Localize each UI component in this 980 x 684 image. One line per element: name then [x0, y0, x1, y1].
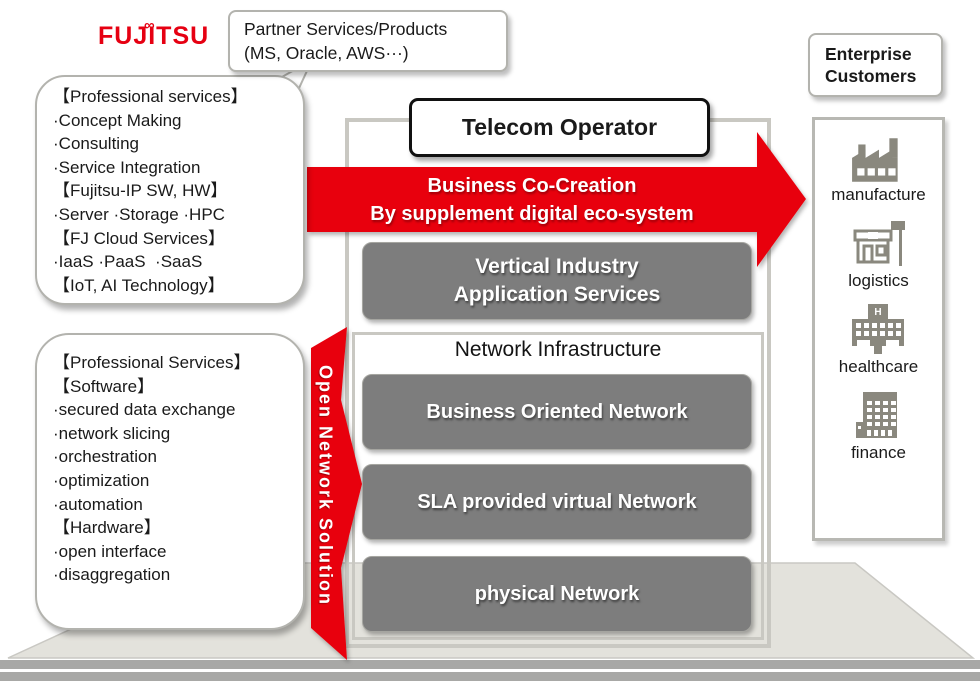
bubble-line: 【Hardware】	[53, 518, 161, 538]
bubble-line: ·Consulting	[53, 134, 139, 154]
co-creation-line1: Business Co-Creation	[427, 174, 637, 197]
segment-finance: finance	[851, 390, 907, 463]
segment-label: healthcare	[838, 357, 919, 376]
store-icon	[853, 221, 905, 266]
fujitsu-logo: ∞ FUJITSU	[98, 16, 218, 56]
bubble-line: ·Service Integration	[53, 157, 201, 177]
partner-line2: (MS, Oracle, AWS···)	[244, 43, 409, 63]
factory-icon	[851, 138, 898, 182]
segment-label: finance	[851, 443, 906, 462]
hospital-icon: H	[852, 304, 905, 354]
bubble-line: ·network slicing	[53, 423, 171, 443]
co-creation-line2: By supplement digital eco-system	[370, 202, 694, 225]
partner-services-box: Partner Services/Products (MS, Oracle, A…	[228, 10, 508, 72]
vertical-industry-line1: Vertical Industry	[475, 255, 639, 278]
bubble-line: 【Professional services】	[53, 87, 248, 106]
bubble-line: 【Fujitsu-IP SW, HW】	[53, 181, 228, 201]
bubble-line: ·automation	[53, 494, 143, 514]
partner-line1: Partner Services/Products	[244, 19, 448, 39]
vertical-industry-box: Vertical Industry Application Services	[362, 242, 752, 320]
bubble-line: ·Concept Making	[53, 110, 182, 130]
fujitsu-swirl-icon: ∞	[144, 17, 156, 34]
telecom-operator-box: Telecom Operator	[409, 98, 710, 157]
vertical-industry-line2: Application Services	[453, 283, 661, 306]
bubble-line: 【FJ Cloud Services】	[53, 228, 225, 248]
svg-text:H: H	[875, 307, 882, 318]
layer-physical-network: physical Network	[362, 556, 752, 632]
enterprise-customers-column: manufacture logistics	[812, 117, 945, 541]
bubble-line: 【Software】	[53, 376, 155, 396]
layer-business-oriented-network: Business Oriented Network	[362, 374, 752, 450]
bubble-line: ·open interface	[53, 541, 167, 561]
bubble-line: ·IaaS ·PaaS ·SaaS	[53, 252, 203, 272]
bubble-line: ·Server ·Storage ·HPC	[53, 204, 225, 224]
co-creation-banner: Business Co-Creation By supplement digit…	[307, 168, 757, 231]
telecom-operator-title: Telecom Operator	[461, 114, 658, 140]
bubble-line: ·disaggregation	[53, 565, 171, 585]
bubble-line: 【Professional Services】	[53, 353, 251, 372]
layer-sla-virtual-network: SLA provided virtual Network	[362, 464, 752, 540]
open-network-solution-arrow: Open Network Solution	[307, 352, 343, 620]
bubble-line: ·optimization	[53, 470, 150, 490]
bubble-line: 【IoT, AI Technology】	[53, 275, 225, 295]
enterprise-line1: Enterprise	[825, 44, 912, 64]
enterprise-customers-box: Enterprise Customers	[808, 33, 943, 97]
segment-manufacture: manufacture	[831, 138, 926, 205]
open-network-bubble: 【Professional Services】 【Software】 ·secu…	[35, 333, 305, 630]
bubble-line: ·orchestration	[53, 447, 157, 467]
enterprise-line2: Customers	[825, 66, 917, 86]
segment-healthcare: H healthcare	[839, 304, 918, 377]
network-infrastructure-title: Network Infrastructure	[454, 338, 662, 361]
bubble-line: ·secured data exchange	[53, 400, 236, 420]
segment-label: manufacture	[831, 185, 926, 204]
open-network-solution-label: Open Network Solution	[315, 365, 336, 607]
fujitsu-offerings-bubble: 【Professional services】 ·Concept Making …	[35, 75, 305, 305]
fujitsu-logo-text: FUJITSU	[98, 22, 210, 50]
segment-logistics: logistics	[848, 218, 910, 291]
segment-label: logistics	[848, 271, 909, 290]
office-icon	[855, 392, 897, 438]
